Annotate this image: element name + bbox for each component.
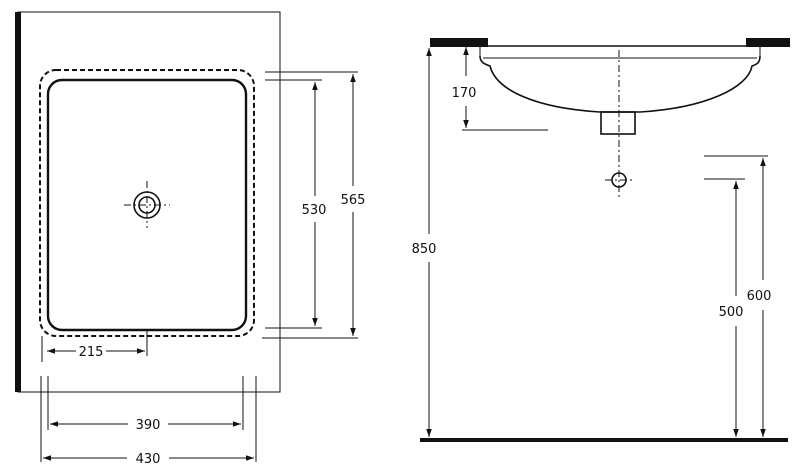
basin-profile [480, 56, 760, 112]
dim-outlet-offset: 215 [79, 345, 104, 360]
dim-outer-depth: 565 [341, 193, 366, 208]
waste-outlet [601, 112, 635, 134]
plan-view: 215 390 430 530 565 [18, 12, 365, 467]
dim-supply-height: 600 [747, 289, 772, 304]
dim-waste-height: 500 [719, 305, 744, 320]
elevation-view: 170 850 500 600 [412, 38, 790, 440]
dim-inner-width: 390 [136, 418, 161, 433]
dim-outer-width: 430 [136, 452, 161, 467]
dim-bowl-depth: 170 [452, 86, 477, 101]
drain-icon [124, 181, 170, 228]
basin-inner-outline [48, 80, 246, 330]
dim-inner-depth: 530 [302, 203, 327, 218]
dim-counter-height: 850 [412, 242, 437, 257]
countertop-left [430, 38, 488, 47]
